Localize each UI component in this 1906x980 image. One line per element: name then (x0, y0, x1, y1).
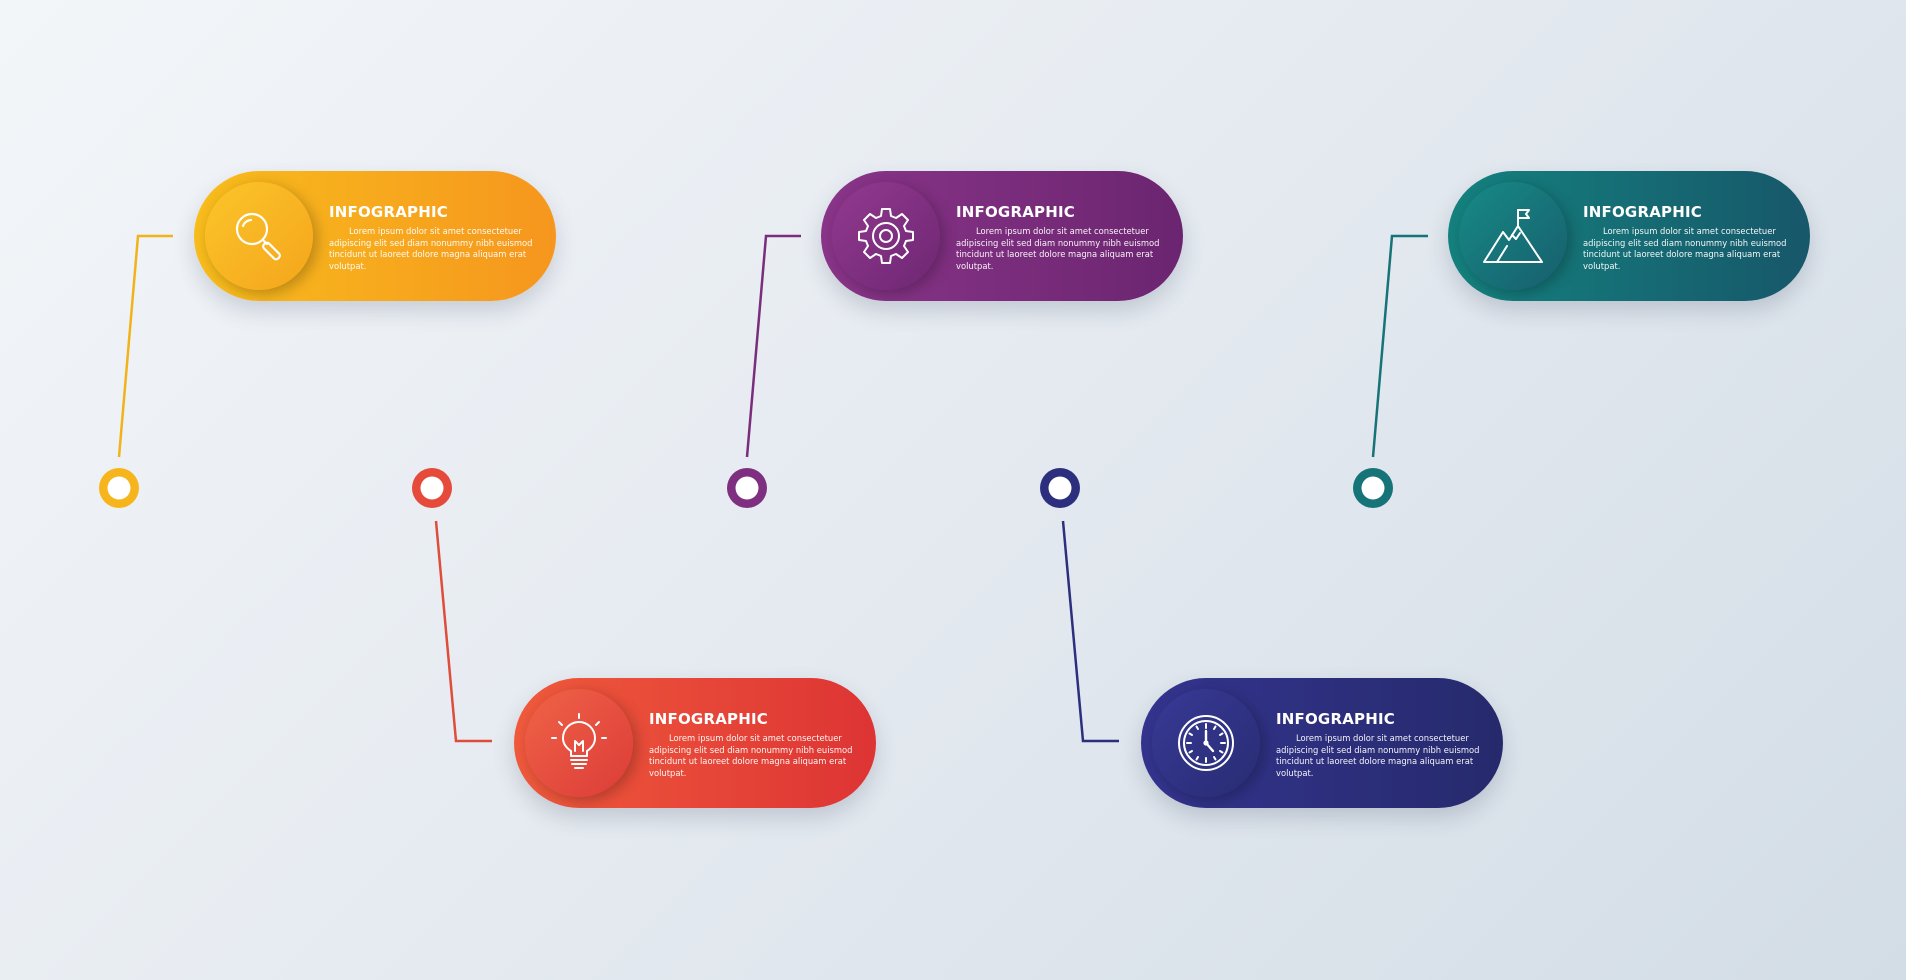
step-card-1: INFOGRAPHIC Lorem ipsum dolor sit amet c… (194, 171, 556, 301)
step-description-3: Lorem ipsum dolor sit amet consectetuer … (956, 226, 1160, 271)
mountain-flag-icon (1483, 209, 1543, 263)
milestone-node-4 (1040, 468, 1080, 508)
icon-badge-4 (1152, 689, 1260, 797)
magnifier-icon (235, 212, 281, 261)
leader-line-5 (1371, 234, 1428, 458)
leader-line-3 (745, 234, 801, 458)
step-description-5: Lorem ipsum dolor sit amet consectetuer … (1583, 226, 1787, 271)
step-title-4: INFOGRAPHIC (1276, 710, 1395, 728)
step-title-1: INFOGRAPHIC (329, 203, 448, 221)
gear-icon (858, 208, 914, 264)
clock-icon (1178, 715, 1234, 771)
leader-line-2 (434, 520, 492, 743)
step-description-4: Lorem ipsum dolor sit amet consectetuer … (1276, 733, 1480, 778)
leader-line-1 (117, 234, 173, 458)
milestone-node-1 (99, 468, 139, 508)
icon-badge-2 (525, 689, 633, 797)
step-title-5: INFOGRAPHIC (1583, 203, 1702, 221)
step-card-3: INFOGRAPHIC Lorem ipsum dolor sit amet c… (821, 171, 1183, 301)
step-title-2: INFOGRAPHIC (649, 710, 768, 728)
step-title-3: INFOGRAPHIC (956, 203, 1075, 221)
milestone-node-3 (727, 468, 767, 508)
milestone-node-2 (412, 468, 452, 508)
icon-badge-1 (205, 182, 313, 290)
milestone-node-5 (1353, 468, 1393, 508)
icon-badge-5 (1459, 182, 1567, 290)
lightbulb-icon (551, 713, 607, 769)
step-card-4: INFOGRAPHIC Lorem ipsum dolor sit amet c… (1141, 678, 1503, 808)
step-card-2: INFOGRAPHIC Lorem ipsum dolor sit amet c… (514, 678, 876, 808)
step-description-2: Lorem ipsum dolor sit amet consectetuer … (649, 733, 853, 778)
step-description-1: Lorem ipsum dolor sit amet consectetuer … (329, 226, 533, 271)
icon-badge-3 (832, 182, 940, 290)
step-card-5: INFOGRAPHIC Lorem ipsum dolor sit amet c… (1448, 171, 1810, 301)
leader-line-4 (1061, 520, 1119, 743)
